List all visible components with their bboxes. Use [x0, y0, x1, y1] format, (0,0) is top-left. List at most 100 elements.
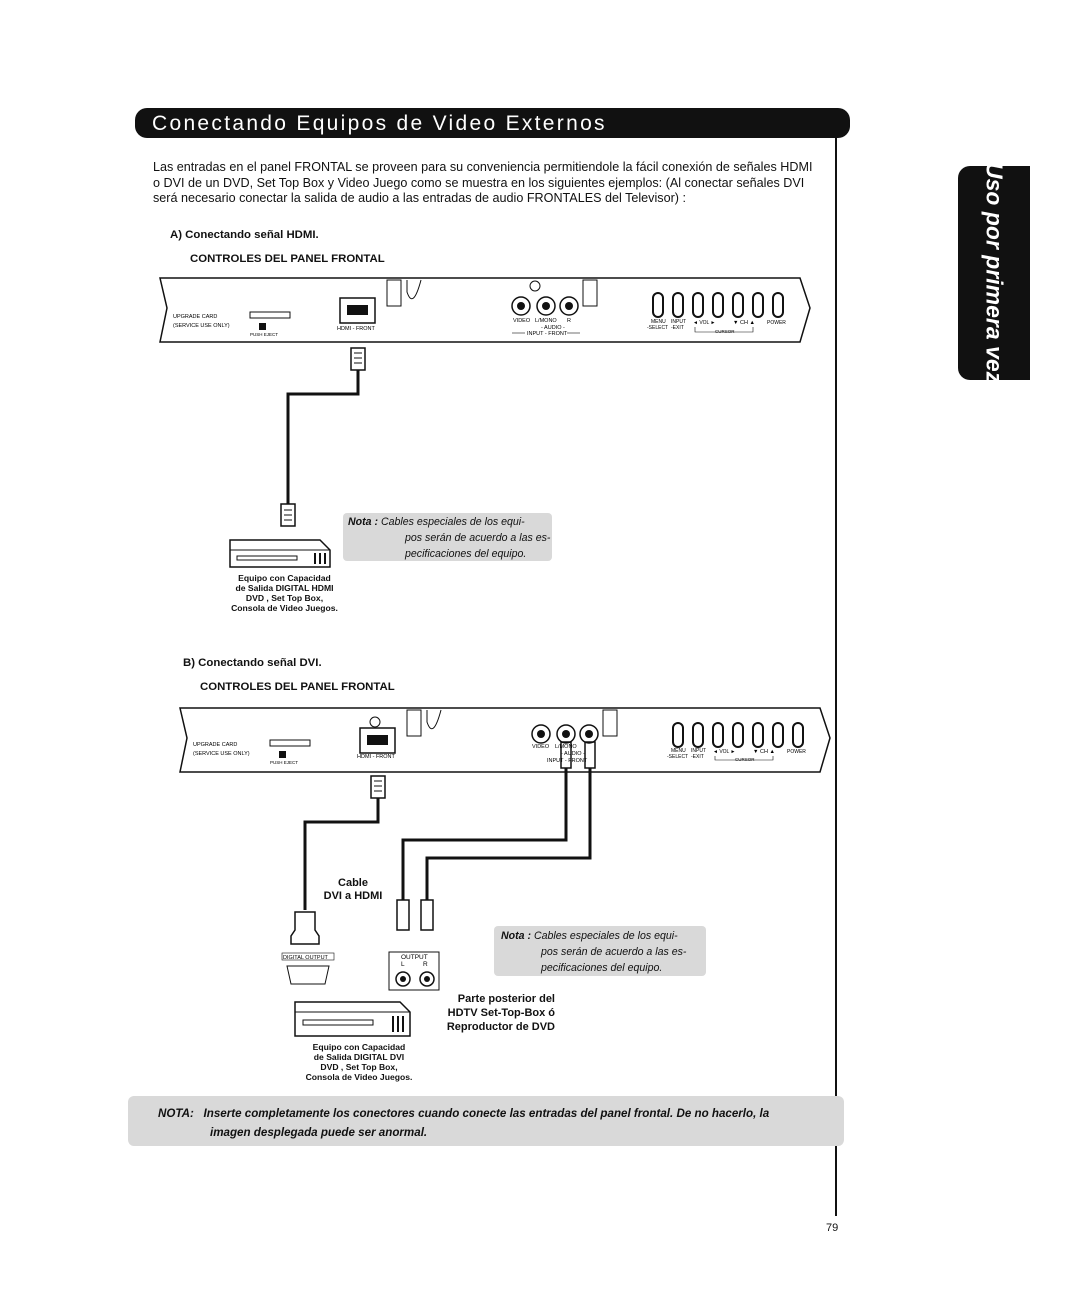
panel-bracket [386, 279, 402, 307]
upgrade-card-label: UPGRADE CARD [173, 314, 217, 320]
nota-box-b [494, 926, 706, 976]
power-button [772, 292, 784, 318]
caption-a-line: Equipo con Capacidad [238, 573, 331, 583]
section-b-heading: B) Conectando señal DVI. [183, 657, 322, 669]
bottom-nota-box [128, 1096, 844, 1146]
ch-label: ▼ CH ▲ [753, 749, 775, 755]
vol-down-button [692, 292, 704, 318]
lmono-label: L/MONO [535, 318, 557, 324]
hdmi-connection-diagram: UPGRADE CARD (SERVICE USE ONLY) PUSH EJE… [159, 277, 811, 568]
side-tab [958, 166, 1030, 380]
bottom-nota-label: NOTA: [158, 1107, 194, 1120]
nota-a-line-2: pos serán de acuerdo a las es- [405, 532, 551, 544]
nota-a-line-3: pecificaciones del equipo. [405, 548, 527, 560]
upgrade-card-label: UPGRADE CARD [193, 742, 237, 748]
push-eject-button [259, 323, 266, 330]
service-use-label: (SERVICE USE ONLY) [173, 323, 230, 329]
menu-label: MENU [671, 748, 686, 754]
page-title: Conectando Equipos de Video Externos [152, 112, 607, 135]
input-label: INPUT [691, 748, 706, 754]
side-tab-label: Uso por primera vez [981, 162, 1008, 384]
nota-a: Nota : Cables especiales de los equi- po… [348, 514, 553, 562]
vol-up-button [712, 292, 724, 318]
rear-caption: Parte posterior del HDTV Set-Top-Box ó R… [430, 992, 555, 1034]
rear-caption-line: HDTV Set-Top-Box ó [447, 1007, 555, 1019]
rear-caption-line: Reproductor de DVD [446, 1021, 555, 1033]
rca-plug-r [584, 741, 596, 769]
output-r-label: R [423, 961, 428, 968]
nota-box-a [343, 513, 552, 561]
cursor-label: CURSOR [735, 757, 755, 762]
dvi-hdmi-cable [303, 798, 380, 910]
select-label: -SELECT [667, 754, 688, 760]
ch-up-button [752, 292, 764, 318]
dvi-plug-icon [290, 911, 320, 945]
front-panel-outline [179, 707, 831, 773]
section-a-panel-heading: CONTROLES DEL PANEL FRONTAL [190, 253, 385, 265]
power-label: POWER [767, 320, 786, 326]
caption-a-line: DVD , Set Top Box, [245, 593, 324, 603]
upgrade-card-slot [249, 311, 291, 319]
ch-label: ▼ CH ▲ [733, 320, 755, 326]
rca-cable-l [401, 768, 568, 900]
input-button [672, 292, 684, 318]
exit-label: -EXIT [671, 325, 684, 331]
video-label: VIDEO [513, 318, 531, 324]
r-label: R [567, 318, 571, 324]
panel-clip [406, 279, 422, 300]
output-l-label: L [401, 961, 405, 968]
vol-label: ◄ VOL ► [713, 749, 736, 755]
device-caption-b: Equipo con Capacidad de Salida DIGITAL D… [295, 1042, 423, 1082]
vol-label: ◄ VOL ► [693, 320, 716, 326]
caption-a-line: Consola de Video Juegos. [231, 603, 338, 613]
intro-paragraph: Las entradas en el panel FRONTAL se prov… [153, 160, 813, 206]
bottom-nota-line-1: Inserte completamente los conectores cua… [203, 1107, 770, 1120]
lmono-label: L/MONO [555, 744, 577, 750]
dvd-player-icon [294, 1001, 411, 1037]
input-front-label: INPUT - FRONT [547, 758, 588, 764]
rca-cable-r [425, 768, 592, 900]
section-b-panel-heading: CONTROLES DEL PANEL FRONTAL [200, 681, 395, 693]
ch-down-button [732, 292, 744, 318]
power-label: POWER [787, 749, 806, 755]
input-front-label: INPUT - FRONT [527, 331, 568, 337]
hdmi-cable [286, 370, 360, 504]
input-label: INPUT [671, 319, 686, 325]
audio-label: - AUDIO - [561, 751, 585, 757]
front-panel-outline [159, 277, 811, 343]
nota-b: Nota : Cables especiales de los equi- po… [501, 928, 706, 976]
audio-l-jack [536, 296, 556, 316]
menu-button [652, 292, 664, 318]
bottom-nota-line-2: imagen desplegada puede ser anormal. [210, 1126, 428, 1139]
push-eject-label: PUSH EJECT [270, 760, 298, 765]
screw-icon [529, 280, 541, 292]
hdmi-port-inner [347, 305, 368, 315]
audio-label: - AUDIO - [541, 325, 565, 331]
hdmi-plug-bottom [280, 503, 296, 527]
panel-bracket [582, 279, 598, 307]
panel-buttons [652, 292, 784, 318]
hdmi-plug-top [350, 347, 366, 371]
video-label: VIDEO [532, 744, 550, 750]
audio-r-jack [559, 296, 579, 316]
caption-b-line: Consola de Video Juegos. [305, 1072, 413, 1082]
caption-b-line: DVD , Set Top Box, [320, 1062, 398, 1072]
caption-b-line: Equipo con Capacidad [312, 1042, 406, 1052]
hdmi-front-label: HDMI - FRONT [357, 754, 396, 760]
dvd-player-icon [229, 539, 331, 568]
nota-b-label: Nota : [501, 930, 532, 942]
output-label: OUTPUT [401, 954, 428, 961]
push-eject-label: PUSH EJECT [250, 332, 278, 337]
nota-b-line-2: pos serán de acuerdo a las es- [541, 946, 687, 958]
select-label: -SELECT [647, 325, 668, 331]
exit-label: -EXIT [691, 754, 704, 760]
cursor-label: CURSOR [715, 329, 735, 334]
page-number: 79 [826, 1222, 839, 1234]
cable-label-line: Cable [338, 877, 368, 889]
dvi-connection-diagram: UPGRADE CARD (SERVICE USE ONLY) PUSH EJE… [179, 707, 831, 1037]
device-caption-a: Equipo con Capacidad de Salida DIGITAL H… [222, 573, 347, 613]
digital-output-label: DIGITAL OUTPUT [283, 955, 329, 961]
rear-caption-line: Parte posterior del [457, 993, 555, 1005]
cable-label: Cable DVI a HDMI [318, 877, 388, 903]
menu-label: MENU [651, 319, 666, 325]
